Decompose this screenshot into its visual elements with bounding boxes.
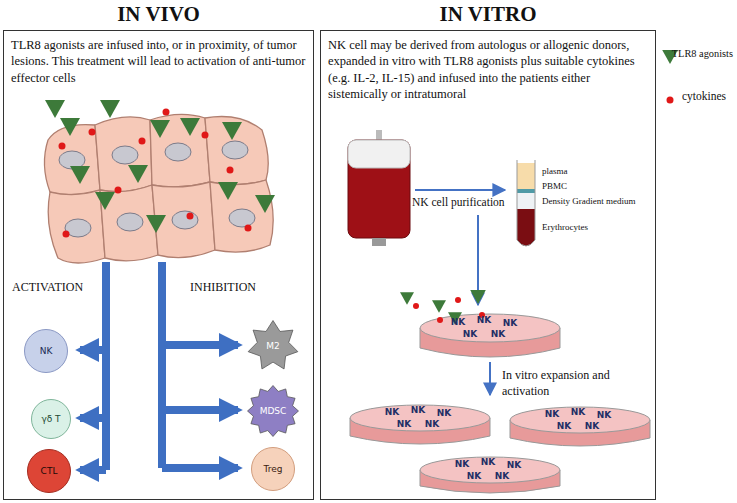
nk-cell-label: NK bbox=[425, 419, 440, 429]
culture-dishes bbox=[350, 405, 650, 493]
panel-heading: IN VIVO bbox=[4, 2, 313, 27]
nk-cell-label: NK bbox=[503, 318, 518, 328]
density-tube bbox=[517, 160, 535, 246]
tumor-cells bbox=[44, 114, 273, 263]
nk-cell-label: NK bbox=[571, 407, 586, 417]
panel-heading: IN VITRO bbox=[321, 2, 655, 27]
culture-dish bbox=[420, 314, 560, 357]
nk-cell-label: NK bbox=[545, 409, 560, 419]
cell-label: MDSC bbox=[260, 406, 287, 416]
cell-label: CTL bbox=[41, 466, 58, 476]
cell-label: M2 bbox=[266, 341, 280, 351]
nk-cell-label: NK bbox=[491, 329, 506, 339]
process-arrow bbox=[489, 362, 491, 395]
section-label: ACTIVATION bbox=[12, 280, 83, 295]
cytokines-invivo bbox=[59, 109, 252, 238]
panel-text: TLR8 agonists are infused into, or in pr… bbox=[11, 37, 306, 86]
label: NK cell purification bbox=[412, 196, 505, 208]
cytokines-invitro bbox=[413, 297, 485, 323]
panel-box: IN VIVOTLR8 agonists are infused into, o… bbox=[3, 30, 314, 500]
tube-layer-label: Density Gradient medium bbox=[542, 196, 635, 206]
cell-star: MDSC bbox=[247, 385, 299, 437]
nk-cell-label: NK bbox=[397, 419, 412, 429]
section-label: INHIBITION bbox=[190, 280, 256, 295]
blood-bag bbox=[348, 130, 410, 246]
cell-circle: Treg bbox=[251, 447, 295, 491]
nk-cell-label: NK bbox=[455, 459, 470, 469]
nk-cell-label: NK bbox=[507, 460, 522, 470]
nk-cell-label: NK bbox=[411, 405, 426, 415]
nk-cell-label: NK bbox=[437, 408, 452, 418]
label: In vitro expansion and activation bbox=[502, 368, 620, 399]
nk-cell-label: NK bbox=[451, 317, 466, 327]
nk-cell-label: NK bbox=[597, 410, 612, 420]
panel-text: NK cell may be derived from autologus or… bbox=[328, 37, 648, 102]
panel-box: IN VITRONK cell may be derived from auto… bbox=[320, 30, 656, 500]
cell-circle: CTL bbox=[27, 449, 71, 493]
cell-circle: NK bbox=[24, 329, 68, 373]
legend-swatch bbox=[666, 94, 674, 102]
tube-layer-label: PBMC bbox=[542, 181, 567, 191]
process-arrow bbox=[415, 189, 505, 191]
nk-cell-label: NK bbox=[557, 421, 572, 431]
tube-layer-label: plasma bbox=[542, 166, 568, 176]
cell-circle: γδ T bbox=[31, 399, 71, 439]
nk-cell-label: NK bbox=[481, 457, 496, 467]
cell-label: γδ T bbox=[41, 414, 60, 424]
tube-layer-label: Erythrocytes bbox=[542, 222, 588, 232]
tlr8-agonists-invitro bbox=[400, 290, 486, 325]
cell-label: Treg bbox=[264, 464, 283, 474]
nk-cell-label: NK bbox=[585, 421, 600, 431]
cell-star: M2 bbox=[247, 320, 299, 372]
legend-text: TLR8 agonists bbox=[672, 48, 733, 59]
tlr8-agonists-invivo bbox=[45, 100, 275, 233]
nk-cell-label: NK bbox=[477, 315, 492, 325]
nuclei bbox=[59, 141, 255, 237]
legend-text: cytokines bbox=[682, 90, 726, 102]
nk-cell-label: NK bbox=[495, 471, 510, 481]
nk-cell-label: NK bbox=[385, 407, 400, 417]
nk-cell-label: NK bbox=[463, 329, 478, 339]
nk-cell-label: NK bbox=[467, 471, 482, 481]
cell-label: NK bbox=[40, 346, 53, 356]
